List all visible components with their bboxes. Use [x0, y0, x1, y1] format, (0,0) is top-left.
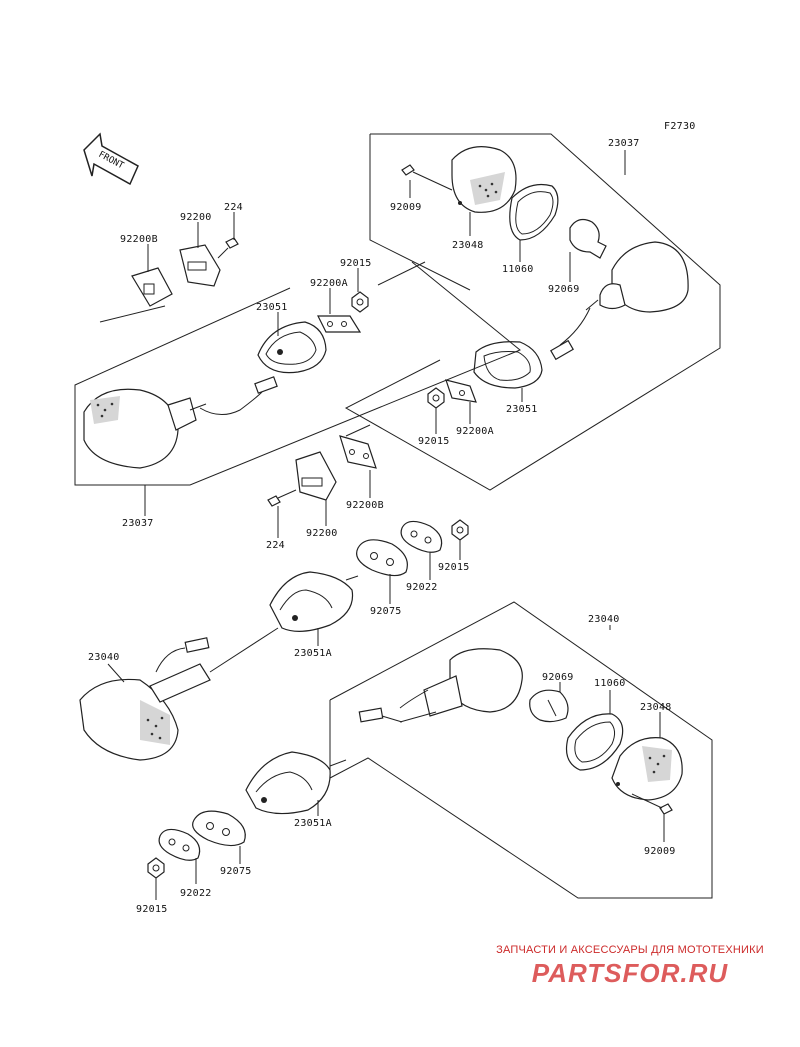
outline-23037-right	[344, 133, 721, 491]
outline-23037-right-b	[369, 134, 471, 291]
callout-92069-top: 92069	[548, 284, 580, 295]
grommet-92075-bottom	[192, 810, 246, 847]
callout-92200b-mid: 92200B	[346, 500, 384, 511]
plate-92200a-top	[317, 315, 362, 333]
callout-23040-left: 23040	[88, 652, 120, 663]
bracket-92200-top	[179, 244, 221, 287]
rubber-mount-23051a-bottom	[245, 751, 347, 815]
bulb-92069-bottom	[529, 689, 569, 723]
callout-92022-mid: 92022	[406, 582, 438, 593]
gasket-11060-bottom	[565, 713, 624, 771]
lens-cover-23048-top	[451, 146, 517, 213]
callout-23051a-mid: 23051A	[294, 648, 332, 659]
lens-cover-23048-bottom	[611, 737, 683, 801]
nut-92015-mid	[451, 519, 469, 541]
callout-92009-top: 92009	[390, 202, 422, 213]
callout-92015-top: 92015	[340, 258, 372, 269]
grommet-92075-mid	[356, 539, 408, 577]
callout-23048-top: 23048	[452, 240, 484, 251]
turn-signal-housing-23040-left	[79, 627, 279, 761]
callout-23037-right: 23037	[608, 138, 640, 149]
callout-92200-mid: 92200	[306, 528, 338, 539]
rubber-mount-23051-right	[473, 341, 543, 389]
callout-92075-mid: 92075	[370, 606, 402, 617]
callout-92200b-top: 92200B	[120, 234, 158, 245]
callout-11060-top: 11060	[502, 264, 534, 275]
callout-23048-bot: 23048	[640, 702, 672, 713]
turn-signal-housing-right	[550, 241, 689, 361]
callout-11060-bot: 11060	[594, 678, 626, 689]
callout-92200-top: 92200	[180, 212, 212, 223]
callout-92200a-right: 92200A	[456, 426, 494, 437]
callout-23051a-bot: 23051A	[294, 818, 332, 829]
nut-92015-top	[351, 291, 369, 313]
bracket-92200-mid	[295, 451, 337, 501]
watermark-logo: PARTSFOR.RU	[531, 958, 729, 988]
rubber-mount-23051a-mid	[269, 571, 359, 632]
outline-23037-left	[74, 261, 521, 486]
callout-23040-right: 23040	[588, 614, 620, 625]
screw-224-top	[217, 237, 239, 259]
washer-92022-bottom	[158, 828, 201, 861]
rubber-mount-23051-left	[257, 321, 327, 374]
figure-code: F2730	[664, 121, 696, 132]
nut-92015-right	[427, 387, 445, 409]
callout-labels: 23037 92009 23048 11060 92069 23051 9220…	[88, 138, 676, 915]
callout-23037-left: 23037	[122, 518, 154, 529]
bulb-92069-top	[569, 218, 607, 259]
callout-92069-bot: 92069	[542, 672, 574, 683]
callout-224-mid: 224	[266, 540, 285, 551]
nut-92015-bottom	[147, 857, 165, 879]
screw-92009-bottom	[631, 793, 673, 815]
callout-224-top: 224	[224, 202, 243, 213]
plate-92200b-mid	[339, 435, 377, 469]
turn-signal-housing-23040-right	[358, 648, 523, 723]
screw-224-mid	[267, 489, 297, 507]
outline-23040-right	[329, 601, 713, 899]
plate-92200a-right	[445, 379, 477, 403]
watermark: ЗАПЧАСТИ И АКСЕССУАРЫ ДЛЯ МОТОТЕХНИКИ PA…	[470, 944, 790, 989]
callout-23051-right: 23051	[506, 404, 538, 415]
turn-signal-housing-left	[83, 376, 278, 469]
callout-92200a-top: 92200A	[310, 278, 348, 289]
callout-92015-mid: 92015	[438, 562, 470, 573]
callout-92009-bot: 92009	[644, 846, 676, 857]
screw-92009-top	[401, 164, 453, 191]
watermark-subtitle: ЗАПЧАСТИ И АКСЕССУАРЫ ДЛЯ МОТОТЕХНИКИ	[496, 944, 764, 956]
callout-23051-left: 23051	[256, 302, 288, 313]
callout-92022-bot: 92022	[180, 888, 212, 899]
washer-92022-mid	[400, 520, 443, 553]
plate-92200b-top	[131, 267, 173, 307]
callout-92015-bot: 92015	[136, 904, 168, 915]
front-arrow-icon: FRONT	[83, 132, 139, 186]
gasket-11060-top	[509, 183, 559, 241]
callout-92075-bot: 92075	[220, 866, 252, 877]
callout-92015-right: 92015	[418, 436, 450, 447]
leader-lines	[107, 150, 665, 900]
